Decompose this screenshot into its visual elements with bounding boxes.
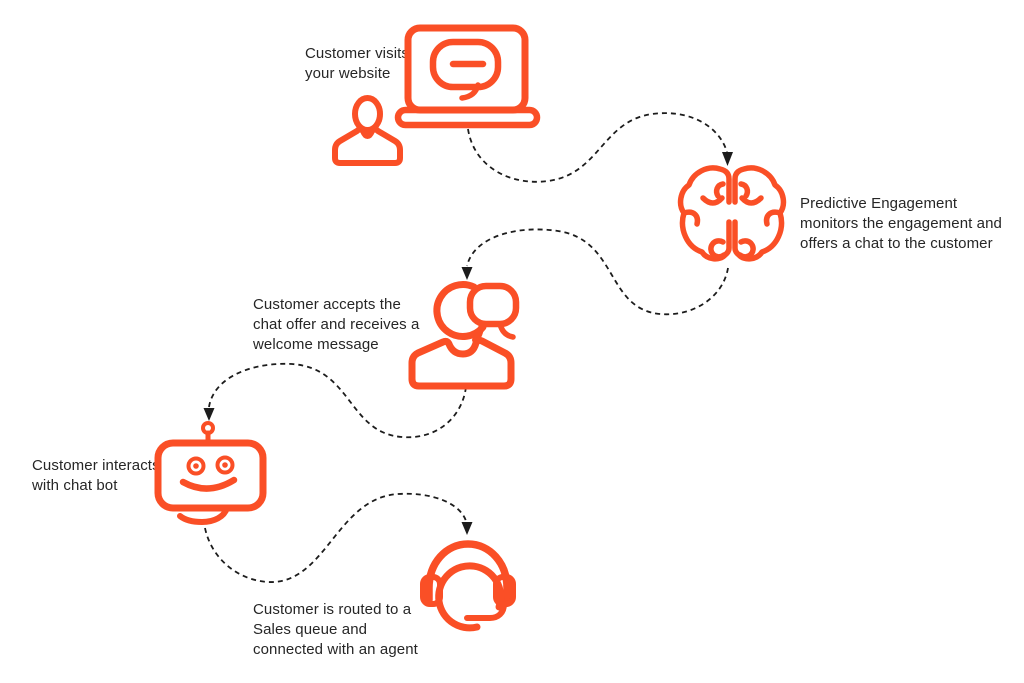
chat-bubble bbox=[429, 38, 502, 91]
step-label-monitor: Predictive Engagement monitors the engag… bbox=[800, 195, 1002, 252]
connector-monitor-to-accept bbox=[466, 228, 729, 316]
customer-head bbox=[433, 281, 487, 340]
brain-right-fold-2 bbox=[763, 209, 783, 227]
connector-visit-to-monitor bbox=[467, 112, 728, 183]
arrowhead-route bbox=[461, 522, 473, 535]
laptop-base bbox=[394, 106, 541, 129]
bot-eye-right-pupil bbox=[222, 462, 228, 468]
brain-right-fold-3 bbox=[737, 238, 756, 260]
person-chat-icon bbox=[408, 281, 520, 390]
bot-eye-left bbox=[186, 456, 206, 476]
brain-icon bbox=[674, 164, 790, 270]
step-label-accept: Customer accepts the chat offer and rece… bbox=[253, 296, 420, 353]
bot-head bbox=[154, 439, 267, 512]
step-label-visit: Customer visits your website bbox=[305, 45, 410, 82]
customer-body bbox=[408, 336, 515, 390]
arrowhead-bot bbox=[203, 408, 215, 421]
visitor-body bbox=[332, 126, 403, 166]
arrowhead-accept bbox=[461, 267, 473, 280]
agent-headset-icon bbox=[420, 538, 516, 650]
arrowhead-monitor bbox=[722, 152, 733, 166]
connector-accept-to-bot bbox=[208, 362, 467, 439]
chat-bot-icon bbox=[150, 420, 270, 535]
headset-mic-boom bbox=[464, 601, 507, 621]
welcome-bubble-tail bbox=[497, 321, 516, 340]
bot-eye-right bbox=[215, 455, 235, 475]
bot-smile bbox=[179, 476, 238, 492]
agent-head bbox=[435, 562, 505, 632]
step-label-bot: Customer interacts with chat bot bbox=[32, 457, 160, 494]
brain-left-fold-2 bbox=[681, 209, 701, 227]
bot-bubble-tail bbox=[177, 505, 230, 525]
brain-left-fold-3 bbox=[708, 238, 727, 260]
brain-left-fold-1 bbox=[700, 195, 725, 206]
chat-bubble-tail bbox=[459, 82, 481, 101]
brain-right-fold-4 bbox=[738, 181, 751, 199]
headset-band bbox=[425, 540, 511, 604]
connector-bot-to-route bbox=[204, 492, 467, 583]
step-label-route: Customer is routed to a Sales queue and … bbox=[253, 601, 418, 658]
brain-left-fold-4 bbox=[713, 181, 726, 199]
bot-eye-left-pupil bbox=[193, 463, 199, 469]
welcome-bubble bbox=[466, 282, 520, 328]
brain-right-fold-1 bbox=[739, 195, 764, 206]
visitor-head bbox=[352, 95, 383, 133]
laptop-chat-icon bbox=[330, 22, 541, 168]
